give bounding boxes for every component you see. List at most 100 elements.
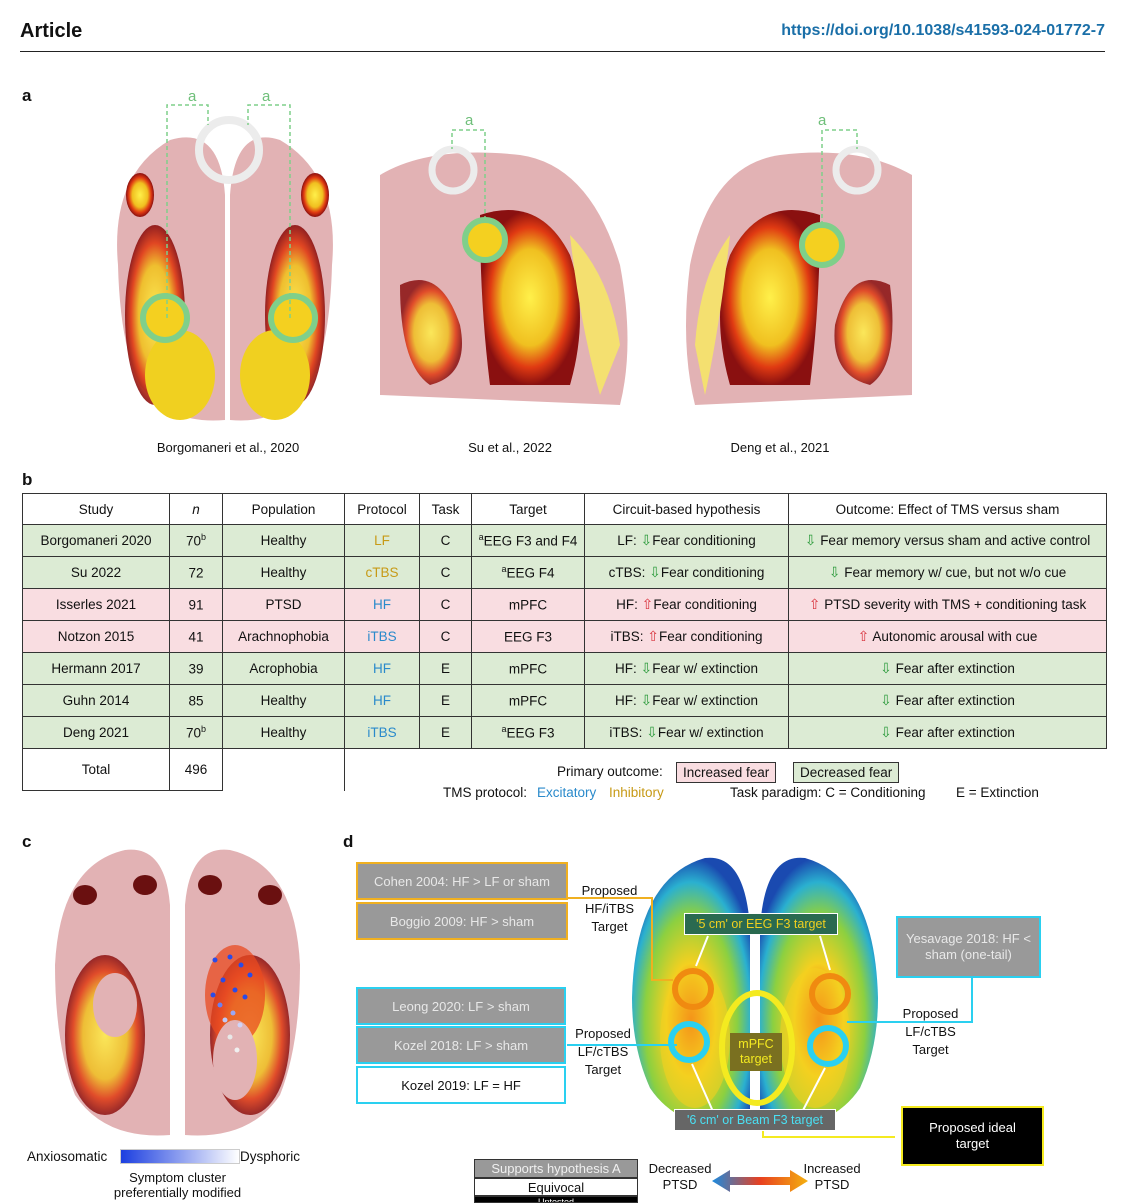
label-5cm-eeg-f3: '5 cm' or EEG F3 target bbox=[684, 913, 838, 935]
arrow-down-icon: ⇩ bbox=[646, 724, 658, 740]
arrow-down-icon: ⇩ bbox=[880, 659, 892, 676]
cell-study: Su 2022 bbox=[22, 556, 170, 589]
table-header-row: Study n Population Protocol Task Target … bbox=[22, 493, 1107, 525]
cell-total-label: Total bbox=[22, 748, 170, 791]
cell-n: 91 bbox=[169, 588, 223, 621]
doi-link[interactable]: https://doi.org/10.1038/s41593-024-01772… bbox=[781, 22, 1105, 39]
legend-inhibitory: Inhibitory bbox=[609, 785, 664, 800]
cell-protocol: HF bbox=[344, 652, 420, 685]
marker-a-2: a bbox=[262, 88, 271, 105]
legend-primary-label: Primary outcome: bbox=[557, 764, 663, 779]
caption-su: Su et al., 2022 bbox=[468, 440, 552, 455]
cell-study: Deng 2021 bbox=[22, 716, 170, 749]
cell-hypothesis: HF: ⇩Fear w/ extinction bbox=[584, 684, 789, 717]
box-kozel-2018: Kozel 2018: LF > sham bbox=[356, 1026, 566, 1064]
box-leong-2020: Leong 2020: LF > sham bbox=[356, 987, 566, 1025]
cell-hypothesis: HF: ⇩Fear w/ extinction bbox=[584, 652, 789, 685]
legend-supports-hypothesis: Supports hypothesis A bbox=[474, 1159, 638, 1178]
symptom-dots bbox=[210, 954, 253, 1053]
box-cohen-2004: Cohen 2004: HF > LF or sham bbox=[356, 862, 568, 900]
cell-population: Arachnophobia bbox=[222, 620, 345, 653]
ptsd-gradient-arrow bbox=[712, 1170, 808, 1192]
caption-deng: Deng et al., 2021 bbox=[730, 440, 830, 455]
panel-c-label: c bbox=[22, 832, 32, 851]
cell-population: Healthy bbox=[222, 556, 345, 589]
cell-task: C bbox=[419, 620, 472, 653]
panel-a-brains: a a a a bbox=[117, 88, 912, 421]
cell-population: Acrophobia bbox=[222, 652, 345, 685]
cell-task: E bbox=[419, 684, 472, 717]
header-target: Target bbox=[471, 493, 585, 525]
cell-outcome: ⇩ Fear after extinction bbox=[788, 652, 1107, 685]
cell-target: aEEG F3 bbox=[471, 716, 585, 749]
cell-outcome: ⇧ PTSD severity with TMS + conditioning … bbox=[788, 588, 1107, 621]
cell-empty bbox=[222, 748, 345, 791]
page-header: Article https://doi.org/10.1038/s41593-0… bbox=[20, 18, 1105, 52]
box-kozel-2019: Kozel 2019: LF = HF bbox=[356, 1066, 566, 1104]
studies-table: Study n Population Protocol Task Target … bbox=[22, 493, 1107, 791]
label-proposed-lf-left: Proposed LF/cTBS Target bbox=[575, 1026, 631, 1078]
cell-hypothesis: iTBS: ⇧Fear conditioning bbox=[584, 620, 789, 653]
cell-protocol: iTBS bbox=[344, 716, 420, 749]
cell-n: 70b bbox=[169, 716, 223, 749]
arrow-down-icon: ⇩ bbox=[640, 660, 653, 676]
cell-n: 72 bbox=[169, 556, 223, 589]
cell-target: EEG F3 bbox=[471, 620, 585, 653]
arrow-down-icon: ⇩ bbox=[640, 532, 653, 548]
cell-population: Healthy bbox=[222, 716, 345, 749]
box-boggio-2009: Boggio 2009: HF > sham bbox=[356, 902, 568, 940]
arrow-up-icon: ⇧ bbox=[641, 596, 654, 612]
header-outcome: Outcome: Effect of TMS versus sham bbox=[788, 493, 1107, 525]
label-6cm-beam-f3: '6 cm' or Beam F3 target bbox=[674, 1109, 836, 1131]
legend-untested: Untested bbox=[474, 1196, 638, 1203]
arrow-down-icon: ⇩ bbox=[880, 691, 892, 708]
colorbar-caption: Symptom cluster preferentially modified bbox=[113, 1170, 242, 1200]
cell-outcome: ⇩ Fear after extinction bbox=[788, 684, 1107, 717]
colorbar-right-label: Dysphoric bbox=[240, 1149, 301, 1164]
cell-population: PTSD bbox=[222, 588, 345, 621]
marker-a-3: a bbox=[465, 112, 474, 129]
legend-increased-fear: Increased fear bbox=[676, 762, 777, 783]
cell-protocol: HF bbox=[344, 684, 420, 717]
marker-a-1: a bbox=[188, 88, 197, 105]
colorbar-left-label: Anxiosomatic bbox=[27, 1149, 108, 1164]
cell-hypothesis: HF: ⇧Fear conditioning bbox=[584, 588, 789, 621]
panel-a-label: a bbox=[22, 86, 32, 105]
cell-task: C bbox=[419, 524, 472, 557]
header-population: Population bbox=[222, 493, 345, 525]
cell-target: mPFC bbox=[471, 684, 585, 717]
cell-task: E bbox=[419, 716, 472, 749]
cell-population: Healthy bbox=[222, 524, 345, 557]
cell-target: aEEG F4 bbox=[471, 556, 585, 589]
cell-task: E bbox=[419, 652, 472, 685]
label-mpfc-target: mPFC target bbox=[730, 1033, 782, 1071]
label-decreased-ptsd: Decreased PTSD bbox=[648, 1161, 712, 1192]
cell-protocol: cTBS bbox=[344, 556, 420, 589]
legend-task: Task paradigm: C = Conditioning bbox=[730, 785, 926, 800]
legend-excitatory: Excitatory bbox=[537, 785, 597, 800]
panel-b-label: b bbox=[22, 470, 33, 489]
brain-top-view bbox=[117, 104, 333, 421]
legend-decreased-fear: Decreased fear bbox=[793, 762, 900, 783]
panel-d-label: d bbox=[343, 832, 354, 851]
cell-hypothesis: LF: ⇩Fear conditioning bbox=[584, 524, 789, 557]
cell-n: 41 bbox=[169, 620, 223, 653]
caption-borgomaneri: Borgomaneri et al., 2020 bbox=[156, 440, 300, 455]
cell-target: mPFC bbox=[471, 588, 585, 621]
arrow-down-icon: ⇩ bbox=[640, 692, 653, 708]
cell-protocol: LF bbox=[344, 524, 420, 557]
cell-n: 39 bbox=[169, 652, 223, 685]
cell-hypothesis: cTBS: ⇩Fear conditioning bbox=[584, 556, 789, 589]
brain-left-side-view bbox=[380, 129, 628, 405]
panel-c-brain bbox=[55, 849, 300, 1136]
label-increased-ptsd: Increased PTSD bbox=[803, 1161, 861, 1192]
cell-task: C bbox=[419, 588, 472, 621]
header-study: Study bbox=[22, 493, 170, 525]
cell-target: aEEG F3 and F4 bbox=[471, 524, 585, 557]
